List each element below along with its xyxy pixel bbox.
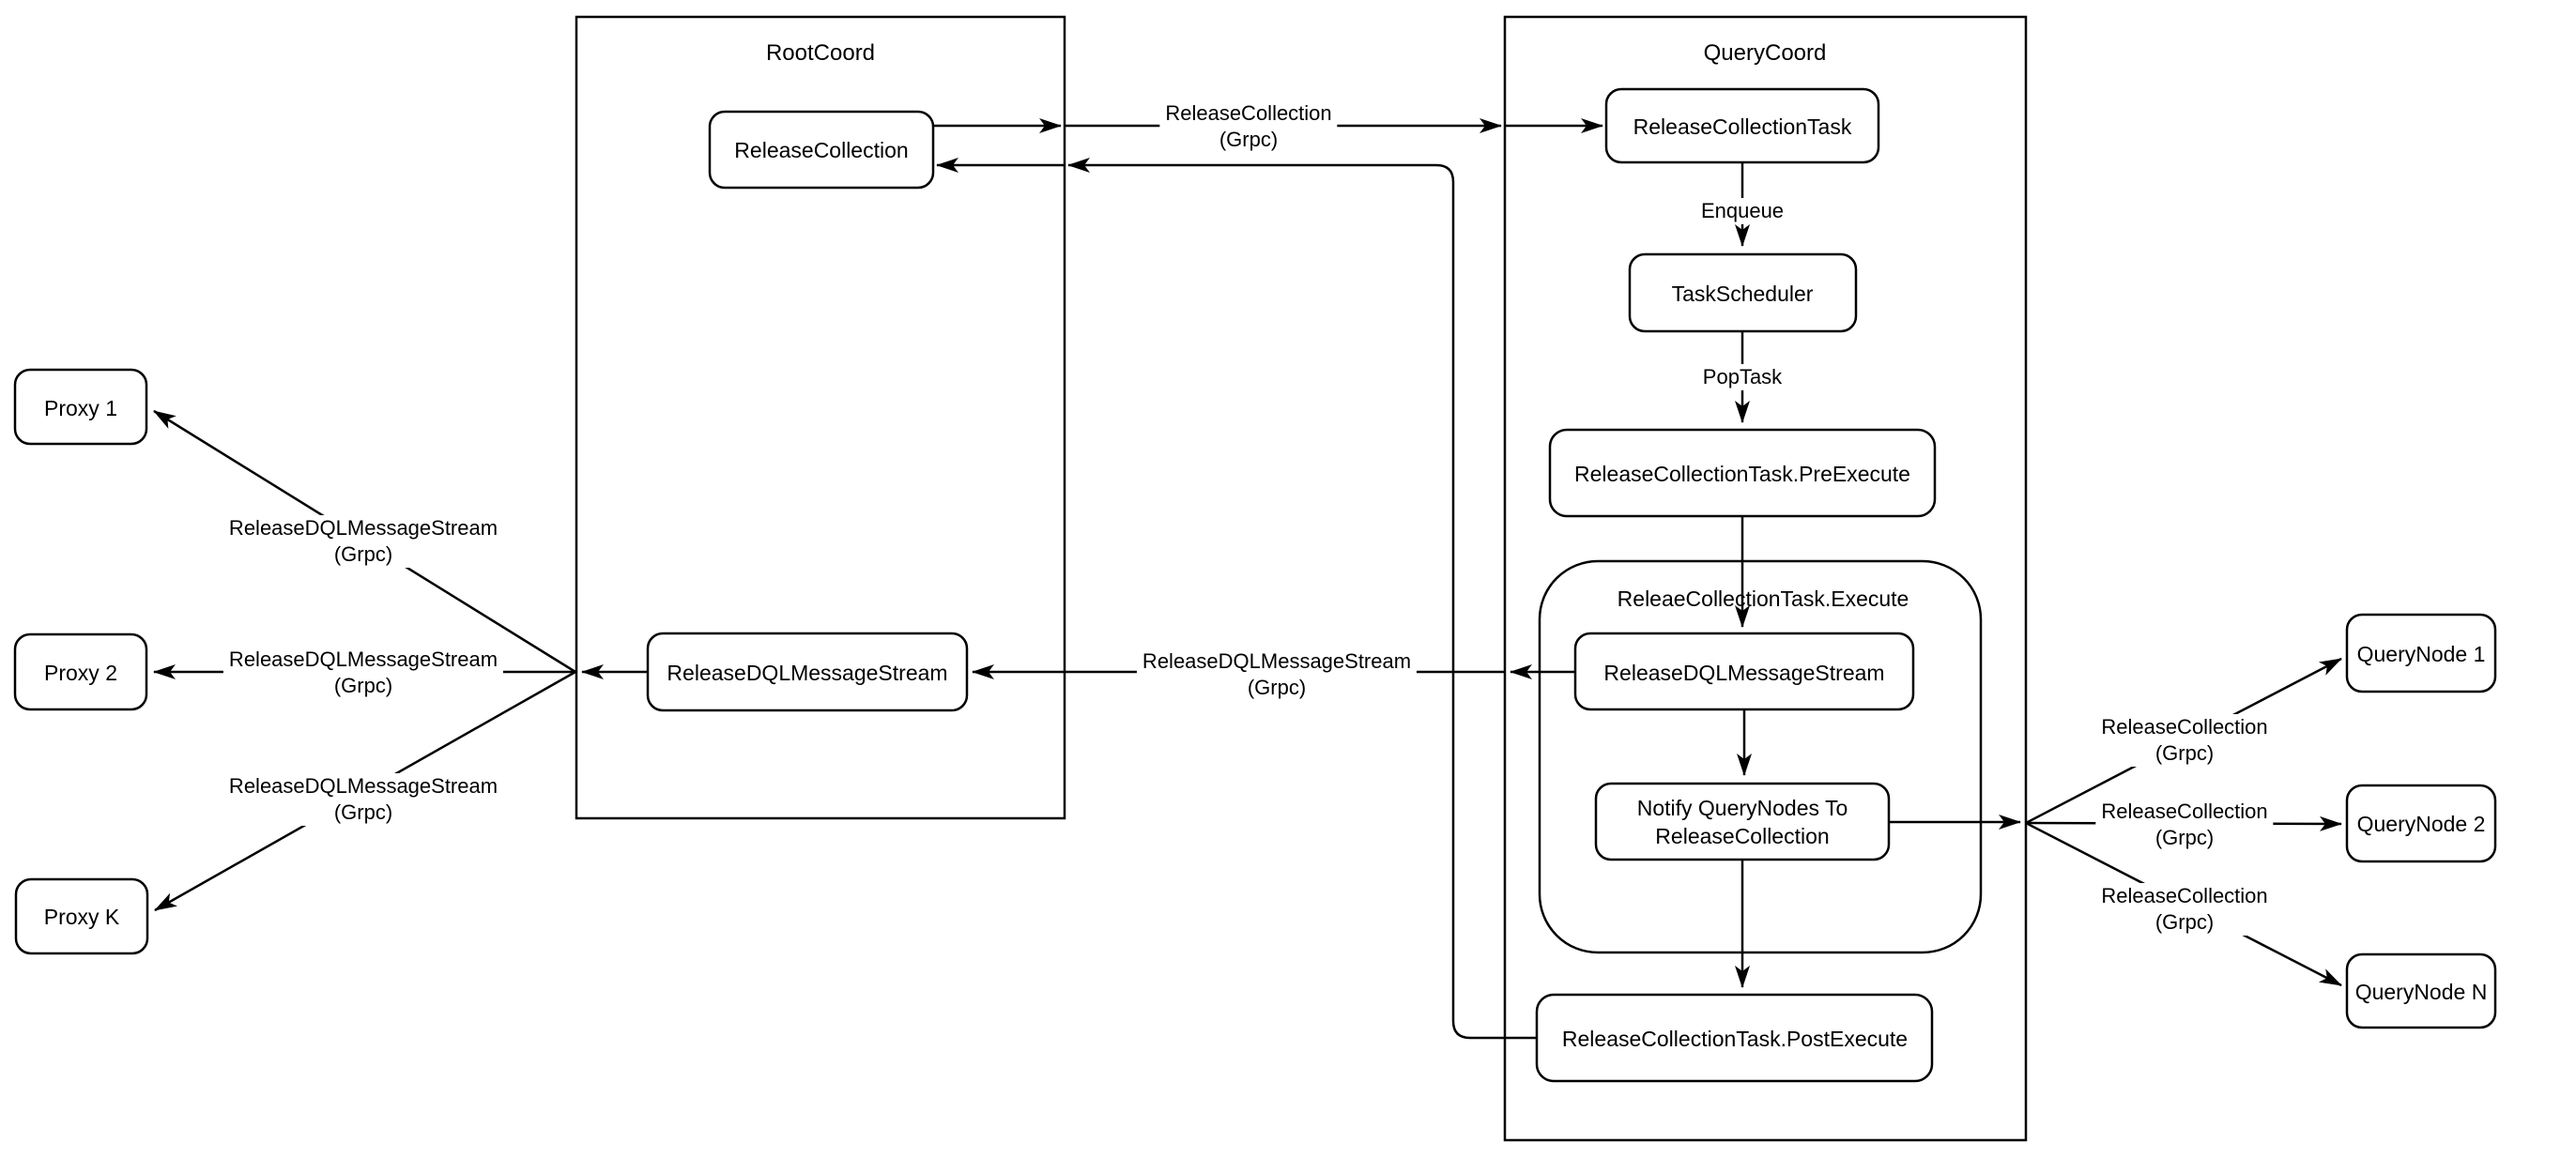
edge-label-releasecollection-grpc-qn2: ReleaseCollection (Grpc) <box>2095 799 2274 851</box>
notify-line1: Notify QueryNodes To <box>1636 796 1848 820</box>
edge-label-line2: (Grpc) <box>2154 826 2215 849</box>
release-collection-label: ReleaseCollection <box>734 138 909 162</box>
node-root-dql-stream <box>646 632 969 712</box>
post-execute-label: ReleaseCollectionTask.PostExecute <box>1561 1027 1909 1051</box>
edge-label-releasecollection-grpc-top: ReleaseCollection (Grpc) <box>1159 100 1338 153</box>
node-post-execute <box>1535 993 1934 1083</box>
edge-label-line1: ReleaseDQLMessageStream <box>228 647 498 671</box>
edge-label-dqlstream-grpc-proxy1: ReleaseDQLMessageStream (Grpc) <box>222 515 504 568</box>
edge-label-line2: (Grpc) <box>2154 910 2215 934</box>
edge-label-line2: (Grpc) <box>2154 741 2215 765</box>
node-proxy-k <box>14 877 149 955</box>
edge-label-releasecollection-grpc-qn1: ReleaseCollection (Grpc) <box>2095 714 2274 767</box>
node-notify-querynodes <box>1594 782 1891 861</box>
inner-dql-stream-label: ReleaseDQLMessageStream <box>1603 661 1885 685</box>
proxy-1-label: Proxy 1 <box>44 396 117 420</box>
node-task-scheduler <box>1628 252 1858 333</box>
edge-label-line1: ReleaseDQLMessageStream <box>228 774 498 798</box>
node-querynode-n <box>2345 952 2497 1029</box>
edge-label-line1: ReleaseCollection <box>2101 715 2268 739</box>
edge-label-dqlstream-grpc-proxy2: ReleaseDQLMessageStream (Grpc) <box>222 647 504 699</box>
rootcoord-title: RootCoord <box>765 40 876 66</box>
notify-line2: ReleaseCollection <box>1655 824 1830 848</box>
node-querynode-1 <box>2345 613 2497 693</box>
edge-label-line2: (Grpc) <box>333 800 393 824</box>
proxy-2-label: Proxy 2 <box>44 661 117 685</box>
release-collection-task-label: ReleaseCollectionTask <box>1633 114 1852 139</box>
querycoord-container <box>1503 15 2028 1142</box>
root-dql-stream-label: ReleaseDQLMessageStream <box>667 661 948 685</box>
node-proxy-2 <box>13 632 148 711</box>
querycoord-title: QueryCoord <box>1703 40 1827 66</box>
node-inner-dql-stream <box>1573 632 1915 711</box>
edge-label-line1: ReleaseDQLMessageStream <box>1142 649 1412 673</box>
task-scheduler-label: TaskScheduler <box>1671 282 1814 306</box>
execute-group-container <box>1538 559 1983 954</box>
edge-label-line1: ReleaseDQLMessageStream <box>228 516 498 540</box>
notify-querynodes-label: Notify QueryNodes To ReleaseCollection <box>1637 794 1848 850</box>
edge-label-line2: (Grpc) <box>1219 128 1279 151</box>
node-pre-execute <box>1548 428 1937 518</box>
querynode-1-label: QueryNode 1 <box>2356 642 2486 666</box>
edge-label-line2: (Grpc) <box>333 542 393 566</box>
edge-label-releasecollection-grpc-qnn: ReleaseCollection (Grpc) <box>2095 883 2274 936</box>
proxy-k-label: Proxy K <box>43 905 120 929</box>
node-proxy-1 <box>13 368 148 446</box>
node-querynode-2 <box>2345 784 2497 863</box>
edge-label-enqueue: Enqueue <box>1694 198 1790 224</box>
edge-label-line2: (Grpc) <box>333 674 393 697</box>
edge-label-dqlstream-grpc-center: ReleaseDQLMessageStream (Grpc) <box>1136 648 1418 701</box>
pre-execute-label: ReleaseCollectionTask.PreExecute <box>1574 462 1910 486</box>
node-release-collection <box>708 110 935 190</box>
edge-label-dqlstream-grpc-proxyk: ReleaseDQLMessageStream (Grpc) <box>222 773 504 826</box>
edge-postexecute-return-to-rootcoord <box>1067 158 1537 1040</box>
execute-group-title: ReleaeCollectionTask.Execute <box>1617 586 1909 611</box>
edge-label-line2: (Grpc) <box>1247 676 1307 699</box>
node-release-collection-task <box>1604 87 1880 164</box>
edge-label-line1: ReleaseCollection <box>2101 800 2268 823</box>
edge-label-poptask: PopTask <box>1696 364 1788 390</box>
edge-label-line1: ReleaseCollection <box>1165 101 1332 125</box>
querynode-2-label: QueryNode 2 <box>2356 812 2486 836</box>
edge-label-line1: ReleaseCollection <box>2101 884 2268 907</box>
querynode-n-label: QueryNode N <box>2354 980 2488 1004</box>
rootcoord-container <box>575 15 1066 820</box>
